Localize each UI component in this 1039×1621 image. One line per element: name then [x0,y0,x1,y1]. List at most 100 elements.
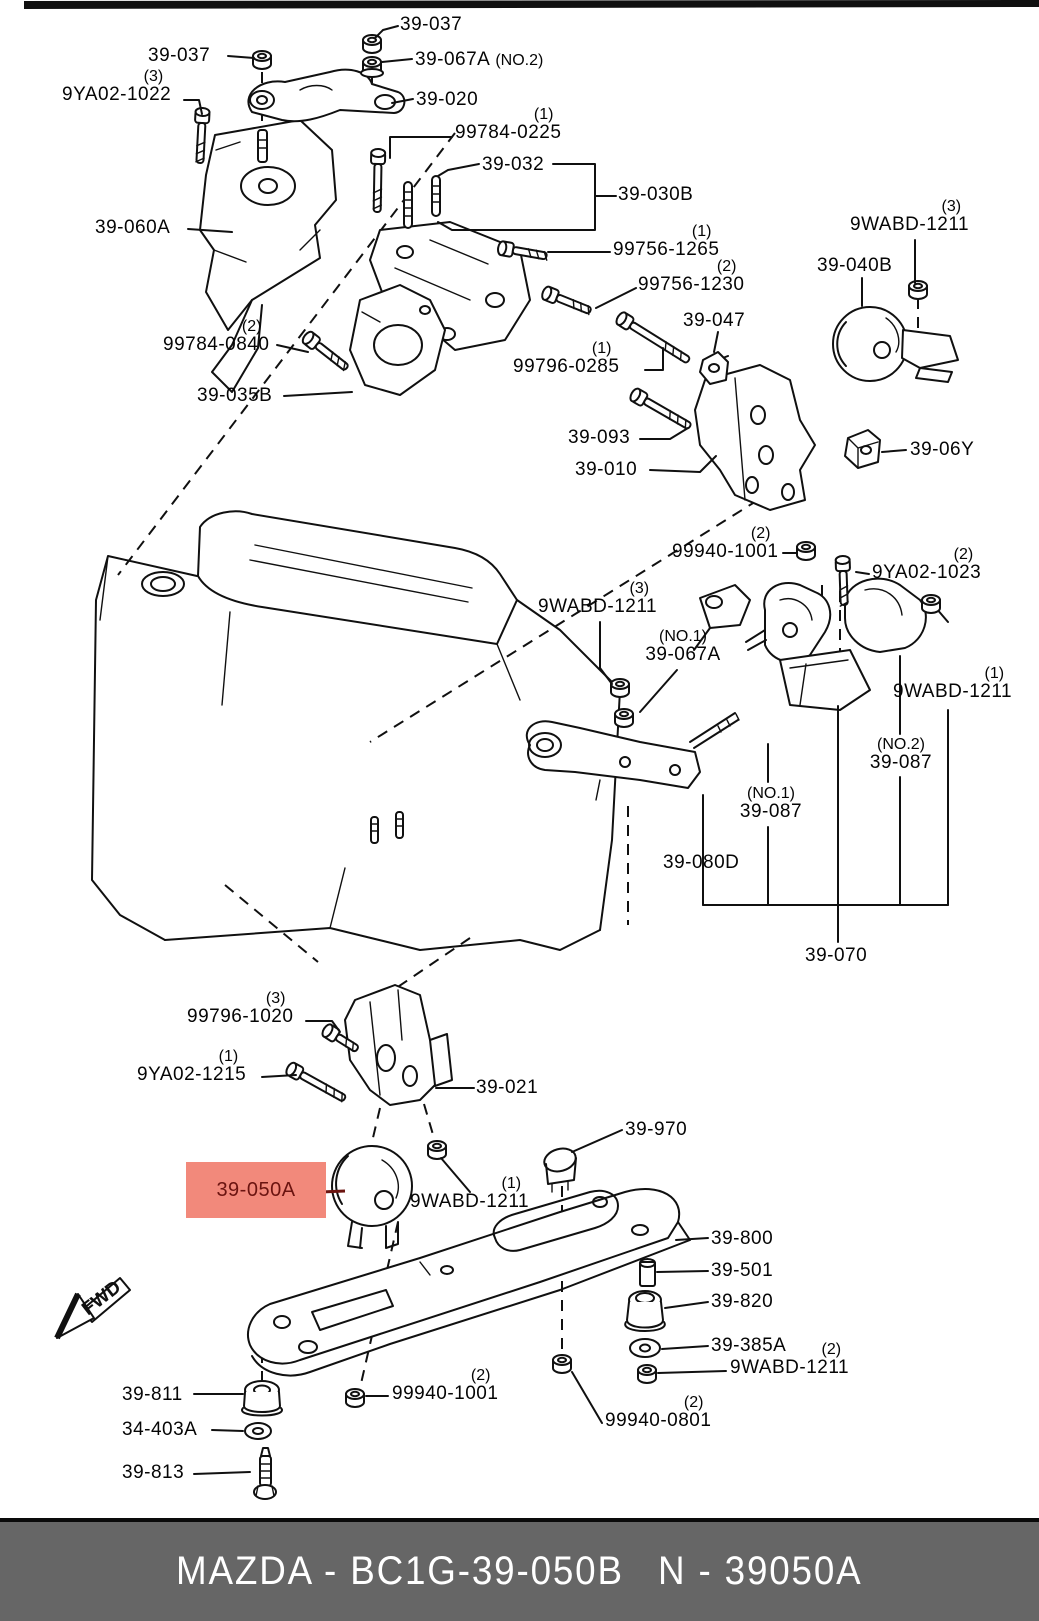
part-label-39-820: 39-820 [711,1291,774,1312]
bracket-39-035B-drawing [349,284,446,396]
part-label-9YA02-1023: (2) 9YA02-1023 [872,546,982,583]
clamp-39-970-drawing [543,1147,577,1193]
part-label-99784-0840: (2) 99784-0840 [163,318,270,355]
quantity: (3) [265,990,286,1007]
quantity: (2) [683,1394,704,1411]
part-label-99940-1001-mid: (2) 99940-1001 [672,525,779,562]
bushing-39-811-drawing [241,1380,283,1417]
part-label-39-020: 39-020 [416,89,479,110]
part-label-99940-1001-bottom: (2) 99940-1001 [392,1367,499,1404]
part-label-99796-0285: (1) 99796-0285 [513,340,620,377]
part-label-9YA02-1215: (1) 9YA02-1215 [137,1048,247,1085]
nut-9WABD-1211-bottomright-drawing [637,1364,657,1384]
bracket-39-021-drawing [344,984,453,1106]
part-label-39-070: 39-070 [805,945,868,966]
part-label-39-037-left: 39-037 [148,45,211,66]
crossmember-39-800-drawing [247,1187,691,1377]
quantity: (1) [501,1175,522,1192]
part-label-39-087-no2: (NO.2) 39-087 [864,736,938,773]
bracket-39-010-drawing [694,355,816,511]
part-label-9WABD-1211-mid: (3) 9WABD-1211 [538,580,658,617]
mount-39-050A-drawing [331,1145,413,1249]
part-label-39-080D: 39-080D [663,852,740,873]
part-label-39-501: 39-501 [711,1260,774,1281]
part-label-39-811: 39-811 [122,1384,183,1405]
spacer-39-501-drawing [639,1258,656,1287]
part-label-99756-1230: (2) 99756-1230 [638,258,745,295]
washer-39-385A-drawing [629,1338,661,1358]
nut-39-067A-mid-b-drawing [614,708,634,728]
nut-99940-0801-drawing [552,1354,572,1374]
part-label-9YA02-1022: (3) 9YA02-1022 [62,68,172,105]
quantity: (1) [984,665,1005,682]
footer-part-number: MAZDA - BC1G-39-050B [176,1549,624,1593]
part-label-39-030B: 39-030B [618,184,694,205]
part-label-39-067A-top: 39-067A(NO.2) [415,49,544,70]
part-label-39-093: 39-093 [568,427,631,448]
footer-catalog-number: N - 39050A [658,1549,863,1593]
part-label-99756-1265: (1) 99756-1265 [613,223,720,260]
part-label-39-970: 39-970 [625,1119,688,1140]
part-label-39-800: 39-800 [711,1228,774,1249]
part-label-9WABD-1211-topright: (3) 9WABD-1211 [850,198,970,235]
position-note: (NO.1) [659,628,707,645]
page-top-edge [24,0,1039,9]
part-label-39-040B: 39-040B [817,255,893,276]
nut-39-037-left-drawing [252,50,272,70]
part-label-39-047: 39-047 [683,310,746,331]
quantity: (3) [629,580,650,597]
position-note: (NO.1) [747,785,795,802]
nut-9WABD-1211-right-drawing [921,594,941,614]
quantity: (2) [821,1341,842,1358]
nut-9WABD-1211-mid-a-drawing [610,678,630,698]
bracket-39-030B-drawing [369,221,531,351]
part-label-9WABD-1211-right: (1) 9WABD-1211 [893,665,1013,702]
damper-39-047-drawing [699,351,729,385]
bolt-9YA02-1215-drawing [285,1061,347,1103]
part-label-39-021: 39-021 [476,1077,539,1098]
part-label-39-087-no1: (NO.1) 39-087 [733,785,809,822]
quantity: (1) [691,223,712,240]
quantity: (3) [941,198,962,215]
mount-assembly-39-070-drawing [689,577,927,749]
position-note: (NO.2) [495,52,544,69]
nut-99940-1001-mid-drawing [796,541,816,561]
bolt-99756-1230-drawing [541,285,592,316]
quantity: (2) [241,318,262,335]
part-label-99784-0225: (1) 99784-0225 [455,106,562,143]
part-label-39-06Y: 39-06Y [910,439,975,460]
bolt-39-813-drawing [253,1447,277,1500]
bolt-9YA02-1023-drawing [834,555,851,607]
stopper-39-06Y-drawing [844,429,881,469]
quantity: (1) [218,1048,239,1065]
part-label-39-060A: 39-060A [95,217,171,238]
quantity: (1) [591,340,612,357]
part-label-9WABD-1211-bottom: (1) 9WABD-1211 [410,1175,530,1212]
part-label-99940-0801: (2) 99940-0801 [605,1394,712,1431]
part-label-34-403A: 34-403A [122,1419,198,1440]
engine-studs [370,811,404,844]
stud-39-032-drawing [403,175,441,229]
part-label-39-035B: 39-035B [197,385,273,406]
bolt-99784-0840-drawing [301,330,349,372]
part-label-39-813: 39-813 [122,1462,185,1483]
bolt-99796-1020-drawing [321,1023,359,1053]
part-label-99796-1020: (3) 99796-1020 [187,990,294,1027]
washer-34-403A-drawing [244,1422,272,1440]
bracket-reference-lines [702,607,949,943]
nut-99940-1001-bottom-drawing [345,1388,365,1408]
part-label-39-067A-no1: (NO.1) 39-067A [638,628,728,665]
quantity: (2) [470,1367,491,1384]
bolt-99784-0225-drawing [370,148,387,214]
fwd-direction-marker: FWD [54,1277,131,1340]
leader-lines [183,25,916,1475]
footer-bar: MAZDA - BC1G-39-050B N - 39050A [0,1518,1039,1621]
bushing-39-820-drawing [624,1290,666,1332]
nut-9WABD-1211-bottom-drawing [427,1140,447,1160]
nut-9WABD-1211-topright-drawing [908,280,928,300]
quantity: (1) [533,106,554,123]
part-label-39-385A: 39-385A [711,1335,787,1356]
part-label-39-032: 39-032 [482,154,545,175]
part-label-9WABD-1211-bottomright: (2) 9WABD-1211 [730,1341,850,1378]
